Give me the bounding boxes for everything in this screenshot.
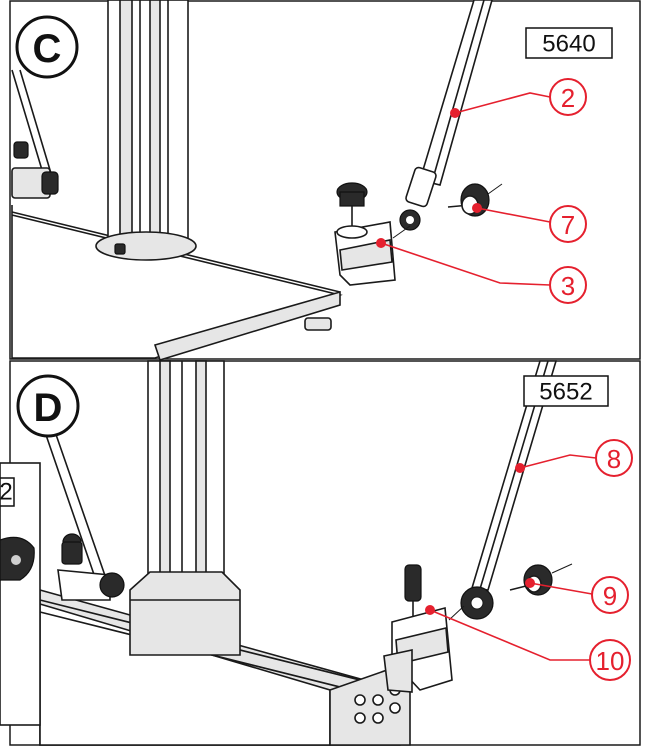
clamp-10 — [383, 564, 465, 693]
step-letter-d: D — [34, 386, 63, 430]
knob-9 — [509, 563, 573, 596]
callout-7-label: 7 — [561, 210, 575, 240]
part-code-5652: 5652 — [539, 379, 592, 406]
clamp-3 — [334, 182, 411, 286]
tabletop-c — [11, 205, 343, 361]
panel-c: 2 7 3 C 5640 — [9, 0, 641, 361]
step-letter-c: C — [33, 27, 62, 71]
callout-3: 3 — [376, 238, 587, 304]
partial-stand-left — [11, 69, 59, 199]
central-column-c — [95, 0, 197, 261]
step-marker-d: D — [16, 374, 80, 438]
callout-8: 8 — [515, 439, 633, 477]
inset-fragment-number: 2 — [0, 479, 13, 506]
panel-c-frame — [9, 0, 641, 360]
step-marker-c: C — [15, 15, 79, 79]
callout-8-label: 8 — [607, 444, 621, 474]
left-leg-d — [32, 399, 125, 601]
callout-3-label: 3 — [561, 271, 575, 301]
part-code-c: 5640 — [525, 27, 613, 59]
callout-10: 10 — [425, 605, 631, 681]
callout-2-label: 2 — [561, 83, 575, 113]
leg-tube-8 — [460, 360, 558, 620]
callout-2: 2 — [450, 78, 587, 118]
inset-partial: 2 — [0, 462, 41, 726]
part-code-5640: 5640 — [542, 31, 595, 58]
callout-9-label: 9 — [603, 581, 617, 611]
central-column-d — [129, 360, 241, 656]
part-code-d: 5652 — [523, 375, 609, 407]
callout-10-label: 10 — [596, 646, 625, 676]
callout-7: 7 — [472, 203, 587, 243]
callout-9: 9 — [525, 576, 629, 614]
leg-tube-2 — [399, 0, 493, 231]
panel-d: 2 — [0, 360, 641, 746]
